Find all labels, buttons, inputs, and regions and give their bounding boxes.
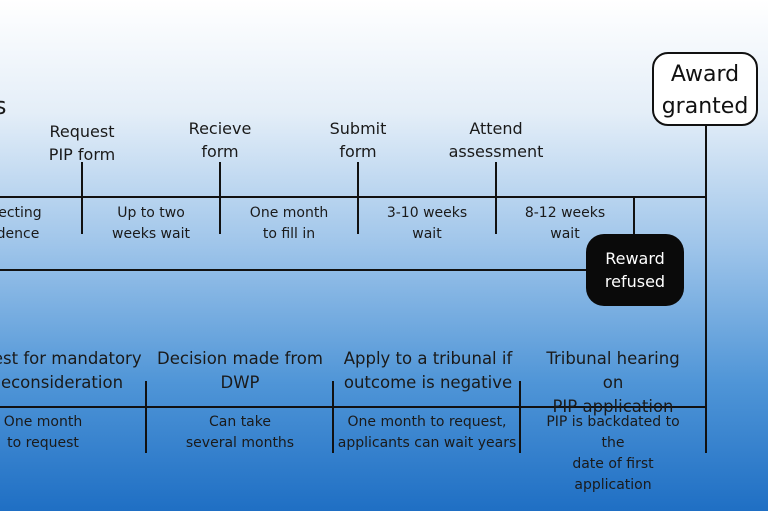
duration-3-10-weeks: 3-10 weeks wait [386,205,468,242]
step-mandatory-reconsideration: uest for mandatory econsideration [0,349,142,392]
reward-refused-box: Reward refused [586,234,684,306]
duration-backdated: PIP is backdated to the date of first ap… [546,414,680,493]
step-tribunal-hearing: Tribunal hearing on PIP application [546,349,680,416]
step-decision-dwp: Decision made from DWP [157,349,323,392]
step-attend-assessment: Attend assessment [448,119,544,161]
divider-bottom-3 [519,381,521,453]
tick-request-pip [81,162,83,234]
step-recieve-form: Recieve form [188,119,252,161]
duration-tribunal-wait: One month to request, applicants can wai… [337,414,517,451]
refused-connector-line [0,269,590,271]
tick-recieve-form [219,162,221,234]
duration-collecting-evidence: lecting dence [0,205,42,242]
top-timeline-line [0,196,707,198]
step-submit-form: Submit form [329,119,387,161]
refused-vertical-line [633,196,635,236]
divider-bottom-2 [332,381,334,453]
tick-submit-form [357,162,359,234]
duration-up-to-two-weeks: Up to two weeks wait [112,205,190,242]
step-apply-tribunal: Apply to a tribunal if outcome is negati… [343,349,513,392]
duration-several-months: Can take several months [185,414,295,451]
bottom-timeline-line [0,406,707,408]
award-granted-box: Award granted [652,52,758,126]
partial-heading: s [0,92,7,120]
duration-one-month-fill: One month to fill in [249,205,329,242]
step-request-pip-form: Request PIP form [48,122,116,164]
duration-8-12-weeks: 8-12 weeks wait [524,205,606,242]
award-vertical-line [705,124,707,453]
duration-one-month-request: One month to request [3,414,83,451]
divider-bottom-1 [145,381,147,453]
tick-attend-assessment [495,162,497,234]
